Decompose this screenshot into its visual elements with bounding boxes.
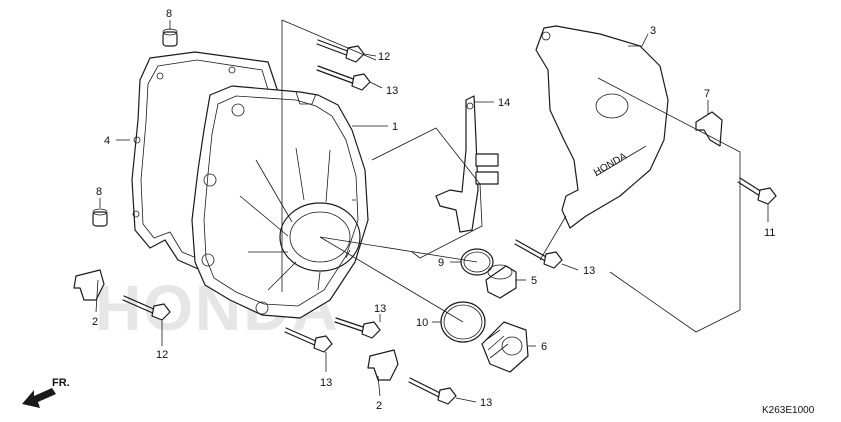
callout-7: 7 <box>704 88 710 100</box>
callout-13-right: 13 <box>583 265 595 277</box>
callout-14: 14 <box>498 97 510 109</box>
outer-cover: HONDA <box>535 25 669 229</box>
timing-hole-cap <box>485 264 517 299</box>
front-label: FR. <box>52 377 70 389</box>
callout-10: 10 <box>416 317 428 329</box>
bolt-13-right <box>514 239 563 269</box>
clamp-right <box>367 349 399 381</box>
callout-8-bottom: 8 <box>96 186 102 198</box>
callout-11: 11 <box>764 227 775 239</box>
callout-13-bottom: 13 <box>480 397 492 409</box>
bolt-12-bottom <box>122 295 171 321</box>
left-crankcase-cover <box>191 85 369 319</box>
callout-6: 6 <box>541 341 547 353</box>
callout-12-top: 12 <box>378 51 390 63</box>
callout-9: 9 <box>438 257 444 269</box>
reference-lines <box>281 19 741 333</box>
bolt-11 <box>737 177 777 205</box>
callout-13-mid: 13 <box>374 303 386 315</box>
bolt-13-mid-left <box>284 327 333 353</box>
callout-8-top: 8 <box>166 8 172 20</box>
callout-1: 1 <box>392 121 398 133</box>
arrow-icon <box>22 388 56 408</box>
callout-2-right: 2 <box>376 400 382 412</box>
callout-3: 3 <box>650 25 656 37</box>
front-arrow: FR. <box>22 377 70 408</box>
bolt-13-mid <box>334 317 381 339</box>
bracket <box>435 95 499 233</box>
callout-5: 5 <box>531 275 537 287</box>
diagram-code: K263E1000 <box>762 405 815 416</box>
callouts: 1 2 2 3 4 5 6 7 8 8 9 10 11 12 12 13 13 … <box>92 8 775 412</box>
bolt-13-lower-right <box>408 377 457 405</box>
callout-2-left: 2 <box>92 316 98 328</box>
bolt-13-top <box>316 65 371 91</box>
callout-4: 4 <box>104 135 110 147</box>
dowel-pin-bottom <box>92 208 108 227</box>
callout-13-top: 13 <box>386 85 398 97</box>
leader-lines <box>95 20 769 403</box>
bolt-12-top <box>316 39 365 63</box>
dowel-pin-top <box>162 28 178 47</box>
crankshaft-hole-cap <box>481 321 529 373</box>
callout-12-bottom: 12 <box>156 349 168 361</box>
clamp-left <box>73 269 105 301</box>
callout-13-lower: 13 <box>320 377 332 389</box>
